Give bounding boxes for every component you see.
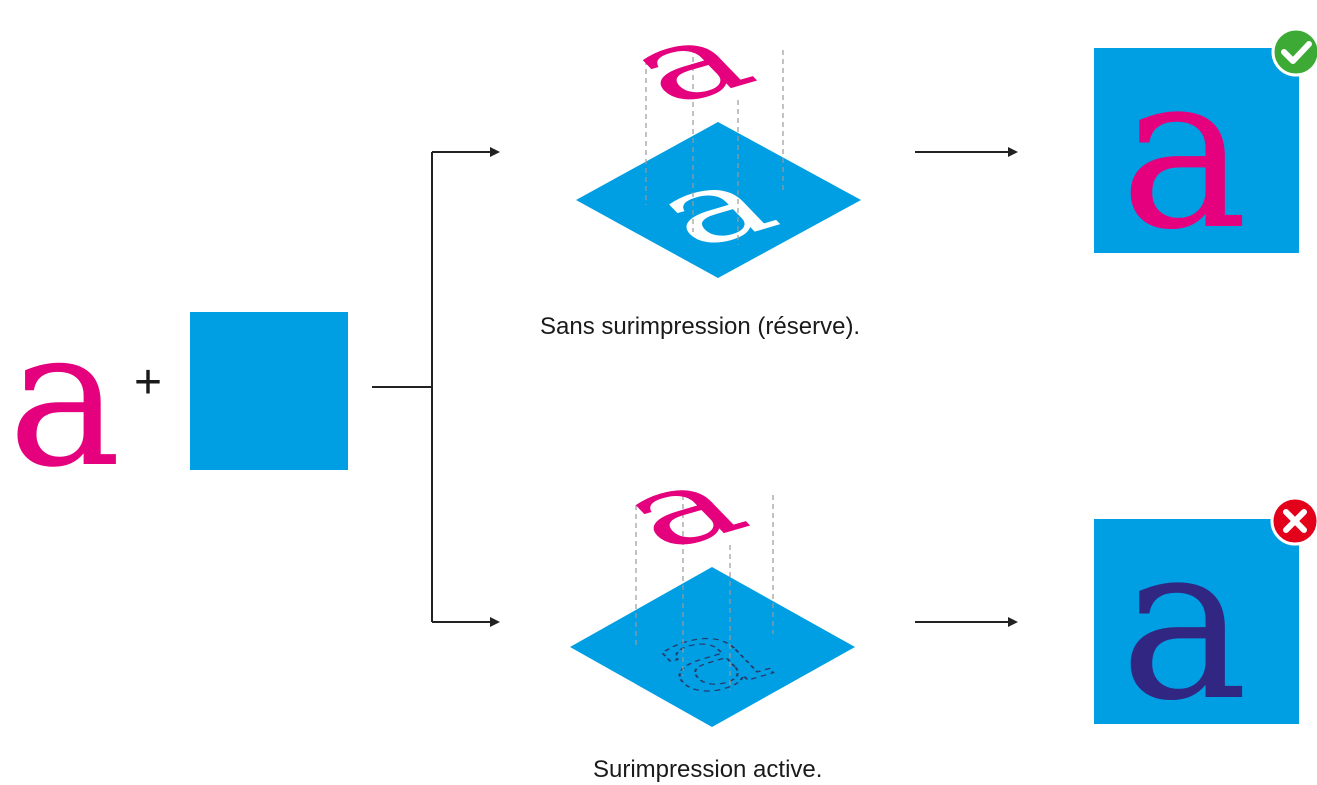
check-circle-icon	[1271, 27, 1317, 77]
result-square-error	[1094, 519, 1299, 724]
result-square-ok	[1094, 48, 1299, 253]
cross-circle-icon	[1270, 496, 1317, 546]
overprint-illustration: a a	[570, 446, 855, 727]
result-letter-ok: a	[1120, 26, 1248, 277]
plus-sign: +	[134, 356, 162, 409]
floating-magenta-letter-bottom: a	[587, 446, 775, 572]
cyan-diamond-top	[576, 122, 861, 278]
knockout-illustration: a a	[576, 1, 861, 278]
input-letter-a: a	[8, 288, 121, 509]
caption-overprint: Surimpression active.	[593, 756, 822, 783]
input-cyan-square	[190, 312, 348, 470]
result-letter-error: a	[1120, 497, 1248, 748]
cyan-diamond-bottom	[570, 567, 855, 727]
caption-knockout: Sans surimpression (réserve).	[540, 313, 860, 340]
floating-magenta-letter-top: a	[594, 1, 782, 127]
